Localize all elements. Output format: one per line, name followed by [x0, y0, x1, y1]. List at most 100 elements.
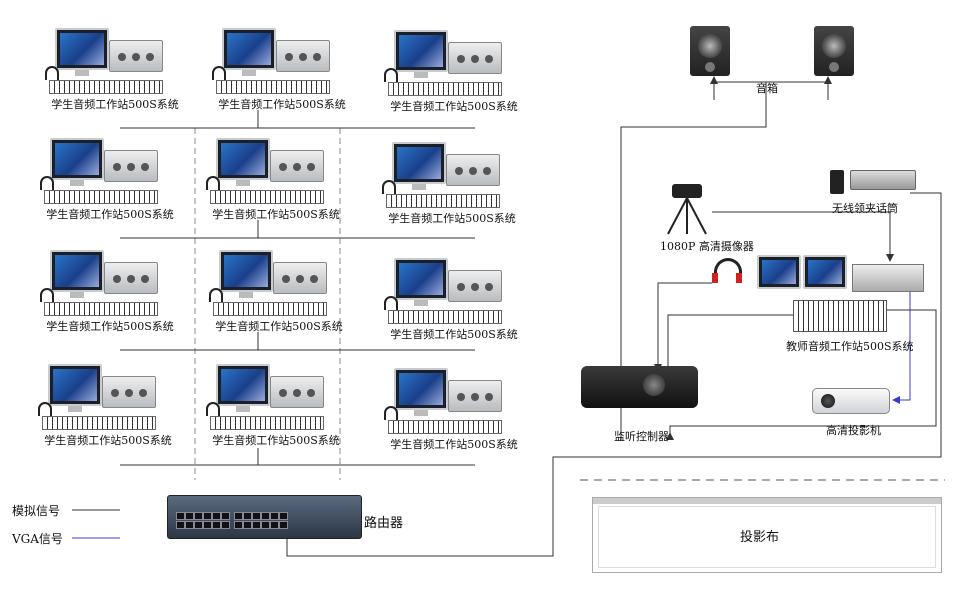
- router-port: [270, 512, 279, 520]
- midi-keyboard-icon: [386, 194, 500, 208]
- monitor-icon: [216, 138, 270, 186]
- student-station: 学生音频工作站500S系统: [40, 138, 180, 228]
- speakers-label: 音箱: [756, 82, 778, 95]
- audio-rack-icon: [104, 262, 158, 294]
- camera-label: 1080P 高清摄像器: [660, 240, 754, 253]
- student-station: 学生音频工作站500S系统: [209, 250, 349, 340]
- student-station: 学生音频工作站500S系统: [384, 30, 524, 120]
- station-label: 学生音频工作站500S系统: [212, 208, 340, 221]
- monitor-icon: [219, 250, 273, 298]
- projector-label: 高清投影机: [826, 424, 881, 437]
- station-label: 学生音频工作站500S系统: [215, 320, 343, 333]
- router-icon: [167, 495, 362, 539]
- legend-vga-label: VGA信号: [12, 532, 63, 546]
- audio-rack-icon: [104, 150, 158, 182]
- station-label: 学生音频工作站500S系统: [212, 434, 340, 447]
- audio-rack-icon: [446, 154, 500, 186]
- teacher-keyboard-icon: [793, 300, 887, 332]
- legend-analog-label: 模拟信号: [12, 504, 61, 518]
- speaker-left-icon: [690, 26, 730, 76]
- camera-icon: [672, 184, 702, 198]
- midi-keyboard-icon: [42, 416, 156, 430]
- student-station: 学生音频工作站500S系统: [212, 28, 352, 118]
- router-port: [221, 521, 230, 529]
- screen-label: 投影布: [740, 530, 780, 545]
- monitor-icon: [55, 28, 109, 76]
- monitor-icon: [50, 250, 104, 298]
- station-label: 学生音频工作站500S系统: [390, 438, 518, 451]
- midi-keyboard-icon: [388, 310, 502, 324]
- headphone-icon: [384, 406, 398, 420]
- headphone-icon: [45, 66, 59, 80]
- midi-keyboard-icon: [49, 80, 163, 94]
- router-port: [194, 521, 203, 529]
- router-port: [176, 521, 185, 529]
- student-station: 学生音频工作站500S系统: [382, 142, 522, 232]
- router-port: [203, 521, 212, 529]
- router-port: [221, 512, 230, 520]
- router-port: [203, 512, 212, 520]
- mic-receiver-icon: [850, 170, 916, 190]
- monitor-icon: [216, 364, 270, 412]
- student-station: 学生音频工作站500S系统: [384, 258, 524, 348]
- station-label: 学生音频工作站500S系统: [390, 100, 518, 113]
- station-label: 学生音频工作站500S系统: [51, 98, 179, 111]
- audio-rack-icon: [448, 42, 502, 74]
- audio-rack-icon: [276, 40, 330, 72]
- router-port: [243, 512, 252, 520]
- headphone-icon: [206, 402, 220, 416]
- camera-link: [712, 211, 891, 256]
- router-port: [185, 512, 194, 520]
- station-label: 学生音频工作站500S系统: [390, 328, 518, 341]
- midi-keyboard-icon: [388, 420, 502, 434]
- monitor-controller-label: 监听控制器: [614, 430, 669, 443]
- station-label: 学生音频工作站500S系统: [44, 434, 172, 447]
- headphone-icon: [206, 176, 220, 190]
- router-port: [252, 512, 261, 520]
- station-label: 学生音频工作站500S系统: [388, 212, 516, 225]
- monitor-icon: [394, 368, 448, 416]
- monitor-icon: [394, 258, 448, 306]
- monitor-icon: [50, 138, 104, 186]
- midi-keyboard-icon: [210, 416, 324, 430]
- router-port: [194, 512, 203, 520]
- router-port: [185, 521, 194, 529]
- audio-interface-icon: [852, 264, 924, 292]
- router-port: [261, 521, 270, 529]
- projector-icon: [812, 388, 890, 414]
- router-label: 路由器: [364, 516, 404, 531]
- router-port: [261, 512, 270, 520]
- audio-rack-icon: [270, 150, 324, 182]
- router-port: [212, 521, 221, 529]
- router-port: [234, 512, 243, 520]
- monitor-icon: [222, 28, 276, 76]
- midi-keyboard-icon: [44, 190, 158, 204]
- headphone-icon: [712, 258, 742, 283]
- headphone-icon: [38, 402, 52, 416]
- student-station: 学生音频工作站500S系统: [206, 364, 346, 454]
- mic-label: 无线领夹话筒: [832, 202, 898, 215]
- student-station: 学生音频工作站500S系统: [40, 250, 180, 340]
- projection-screen: [592, 497, 942, 573]
- midi-keyboard-icon: [210, 190, 324, 204]
- headphone-icon: [384, 296, 398, 310]
- speaker-right-icon: [814, 26, 854, 76]
- router-port: [279, 512, 288, 520]
- student-station: 学生音频工作站500S系统: [38, 364, 178, 454]
- router-port: [234, 521, 243, 529]
- speaker-feed: [620, 82, 767, 440]
- router-uplink: [286, 192, 942, 557]
- station-label: 学生音频工作站500S系统: [46, 320, 174, 333]
- audio-rack-icon: [109, 40, 163, 72]
- router-port: [176, 512, 185, 520]
- monitor-icon: [394, 30, 448, 78]
- router-port: [243, 521, 252, 529]
- headphone-icon: [384, 68, 398, 82]
- student-station: 学生音频工作站500S系统: [45, 28, 185, 118]
- midi-keyboard-icon: [388, 82, 502, 96]
- station-label: 学生音频工作站500S系统: [46, 208, 174, 221]
- headphone-icon: [40, 176, 54, 190]
- teacher-label: 教师音频工作站500S系统: [786, 340, 914, 353]
